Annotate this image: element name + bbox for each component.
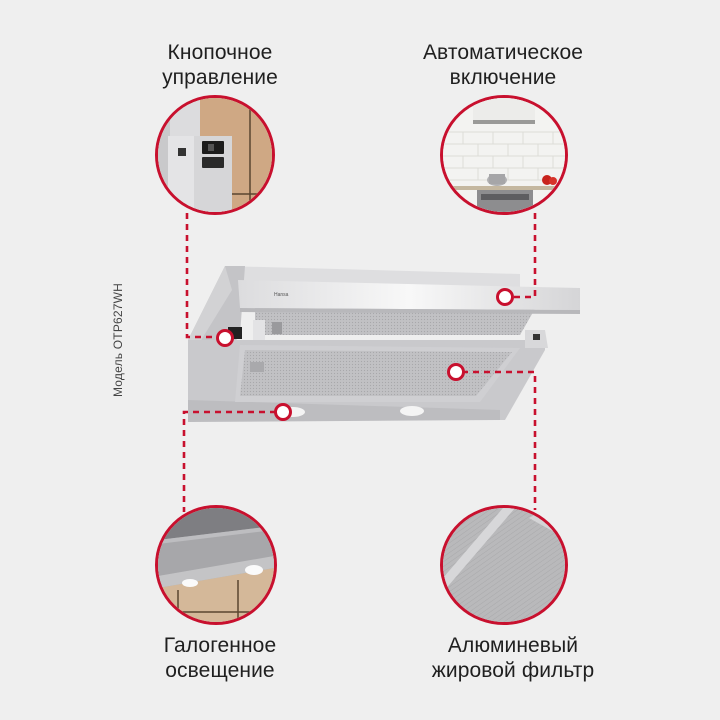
feature-label-line1: Автоматическое	[422, 41, 584, 64]
connector-button-control	[185, 213, 222, 339]
feature-label-line1: Кнопочное	[167, 41, 273, 64]
halogen-lamps-closeup-icon	[155, 505, 277, 625]
feature-label-line2: включение	[449, 66, 557, 89]
control-buttons-closeup-icon	[155, 95, 275, 215]
connector-halogen-light	[182, 410, 276, 512]
feature-label-line1: Алюминевый	[447, 634, 579, 657]
callout-dot-button-control	[216, 329, 234, 347]
brand-mark: Hansa	[274, 292, 289, 298]
callout-dot-grease-filter	[447, 363, 465, 381]
aluminium-filter-closeup-icon	[440, 505, 568, 625]
feature-label-halogen-light: Галогенное освещение	[130, 633, 310, 683]
connector-auto-on	[512, 213, 537, 299]
feature-label-button-control: Кнопочное управление	[130, 40, 310, 90]
feature-label-line2: жировой фильтр	[431, 659, 595, 682]
connector-grease-filter	[462, 370, 537, 510]
model-label: Модель OTP627WH	[111, 282, 125, 398]
callout-dot-auto-on	[496, 288, 514, 306]
feature-label-line1: Галогенное	[163, 634, 277, 657]
feature-label-grease-filter: Алюминевый жировой фильтр	[408, 633, 618, 683]
feature-label-line2: освещение	[165, 659, 275, 682]
kitchen-auto-on-closeup-icon	[440, 95, 568, 215]
feature-label-line2: управление	[162, 66, 278, 89]
feature-label-auto-on: Автоматическое включение	[398, 40, 608, 90]
callout-dot-halogen-light	[274, 403, 292, 421]
